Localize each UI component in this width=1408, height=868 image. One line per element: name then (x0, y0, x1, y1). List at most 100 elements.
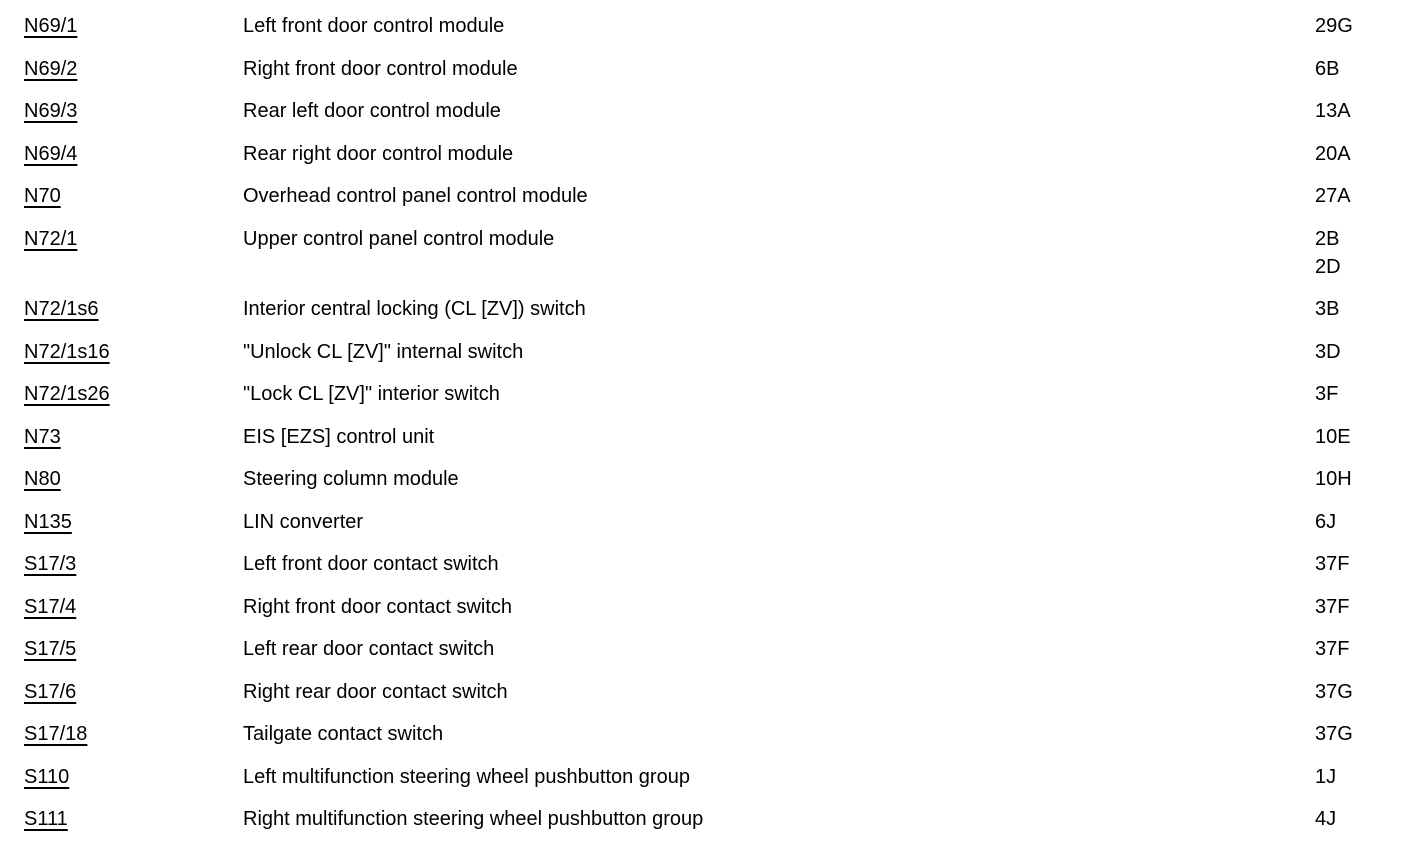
component-description: "Lock CL [ZV]" interior switch (243, 383, 500, 405)
grid-reference: 4J (1315, 808, 1337, 830)
grid-reference: 1J (1315, 765, 1337, 788)
component-code-cell: N72/1s16 (24, 338, 243, 366)
grid-reference: 6J (1315, 510, 1337, 533)
component-code-link[interactable]: N69/4 (24, 142, 78, 165)
component-code-link[interactable]: N70 (24, 185, 61, 207)
component-code-link[interactable]: S17/18 (24, 723, 88, 745)
grid-reference-cell: 3D (1315, 338, 1408, 366)
component-description: Upper control panel control module (243, 227, 555, 250)
grid-reference-cell: 37G (1315, 678, 1408, 706)
component-code-cell: N69/4 (24, 140, 243, 168)
grid-reference-cell: 10H (1315, 465, 1408, 493)
component-description: Interior central locking (CL [ZV]) switc… (243, 298, 586, 320)
grid-reference-cell: 4J (1315, 805, 1408, 833)
grid-reference: 2D (1315, 255, 1341, 278)
grid-reference: 20A (1315, 142, 1351, 165)
table-row: S17/6 Right rear door contact switch 37G (24, 671, 1408, 714)
component-code-link[interactable]: S110 (24, 765, 70, 788)
component-description: Left rear door contact switch (243, 638, 495, 660)
table-row: N69/3 Rear left door control module 13A (24, 90, 1408, 133)
grid-reference-cell: 6J (1315, 508, 1408, 536)
grid-reference-cell: 37G (1315, 720, 1408, 748)
component-code-link[interactable]: N72/1s26 (24, 383, 110, 405)
component-code-cell: N70 (24, 182, 243, 210)
grid-reference: 10E (1315, 425, 1351, 448)
grid-reference: 37F (1315, 595, 1350, 618)
table-row: S111 Right multifunction steering wheel … (24, 798, 1408, 841)
table-row: S17/4 Right front door contact switch 37… (24, 586, 1408, 629)
grid-reference: 10H (1315, 468, 1352, 490)
component-description: Tailgate contact switch (243, 723, 444, 745)
component-code-cell: S17/4 (24, 593, 243, 621)
component-code-link[interactable]: N72/1 (24, 227, 78, 250)
component-code-link[interactable]: N69/2 (24, 57, 78, 80)
grid-reference-cell: 3B (1315, 295, 1408, 323)
table-row: N69/2 Right front door control module 6B (24, 48, 1408, 91)
component-code-cell: N72/1 (24, 225, 243, 253)
component-description: Right front door control module (243, 57, 518, 80)
component-code-cell: S17/6 (24, 678, 243, 706)
component-code-link[interactable]: N135 (24, 510, 72, 533)
component-description: Left multifunction steering wheel pushbu… (243, 765, 690, 788)
component-code-link[interactable]: S17/3 (24, 553, 77, 575)
component-code-link[interactable]: N69/3 (24, 100, 78, 122)
grid-reference: 3D (1315, 340, 1341, 363)
grid-reference-cell: 29G (1315, 12, 1408, 40)
component-description: LIN converter (243, 510, 364, 533)
component-code-link[interactable]: N73 (24, 425, 61, 448)
table-row: N70 Overhead control panel control modul… (24, 175, 1408, 218)
component-code-cell: S17/18 (24, 720, 243, 748)
grid-reference-cell: 3F (1315, 380, 1408, 408)
component-code-link[interactable]: N72/1s6 (24, 298, 99, 320)
grid-reference: 37G (1315, 680, 1353, 703)
table-row: N72/1s16 "Unlock CL [ZV]" internal switc… (24, 331, 1408, 374)
component-legend-table: N69/1 Left front door control module 29G… (24, 12, 1408, 841)
table-row: S17/3 Left front door contact switch 37F (24, 543, 1408, 586)
component-code-link[interactable]: S17/4 (24, 595, 77, 618)
component-code-link[interactable]: S17/5 (24, 638, 77, 660)
grid-reference-cell: 1J (1315, 763, 1408, 791)
grid-reference-cell: 37F (1315, 593, 1408, 621)
component-code-link[interactable]: N80 (24, 468, 61, 490)
component-code-cell: N72/1s26 (24, 380, 243, 408)
component-code-cell: S110 (24, 763, 243, 791)
table-row: S17/5 Left rear door contact switch 37F (24, 628, 1408, 671)
table-row: N80 Steering column module 10H (24, 458, 1408, 501)
table-row: N72/1s26 "Lock CL [ZV]" interior switch … (24, 373, 1408, 416)
table-row: N73 EIS [EZS] control unit 10E (24, 416, 1408, 459)
component-code-cell: S17/3 (24, 550, 243, 578)
component-code-cell: N69/2 (24, 55, 243, 83)
grid-reference: 37F (1315, 553, 1350, 575)
component-description: Right front door contact switch (243, 595, 513, 618)
component-description: Steering column module (243, 468, 459, 490)
table-row: S110 Left multifunction steering wheel p… (24, 756, 1408, 799)
component-code-link[interactable]: S17/6 (24, 680, 77, 703)
component-description: Rear left door control module (243, 100, 501, 122)
grid-reference-cell: 37F (1315, 635, 1408, 663)
component-description: Overhead control panel control module (243, 185, 588, 207)
grid-reference: 29G (1315, 15, 1353, 37)
grid-reference: 6B (1315, 57, 1340, 80)
grid-reference-cell: 6B (1315, 55, 1408, 83)
grid-reference: 37G (1315, 723, 1353, 745)
component-description: Right multifunction steering wheel pushb… (243, 808, 704, 830)
grid-reference: 37F (1315, 638, 1350, 660)
component-code-link[interactable]: N72/1s16 (24, 340, 110, 363)
component-description: "Unlock CL [ZV]" internal switch (243, 340, 524, 363)
component-code-cell: N69/3 (24, 97, 243, 125)
grid-reference-cell: 27A (1315, 182, 1408, 210)
component-code-cell: N72/1s6 (24, 295, 243, 323)
component-code-link[interactable]: N69/1 (24, 15, 78, 37)
grid-reference-cell: 10E (1315, 423, 1408, 451)
grid-reference: 3F (1315, 383, 1339, 405)
component-description: Left front door control module (243, 15, 505, 37)
grid-reference: 2B (1315, 227, 1340, 250)
component-code-link[interactable]: S111 (24, 808, 68, 830)
component-code-cell: S111 (24, 805, 243, 833)
grid-reference-cell: 13A (1315, 97, 1408, 125)
table-row: N135 LIN converter 6J (24, 501, 1408, 544)
component-code-cell: N135 (24, 508, 243, 536)
table-row: S17/18 Tailgate contact switch 37G (24, 713, 1408, 756)
